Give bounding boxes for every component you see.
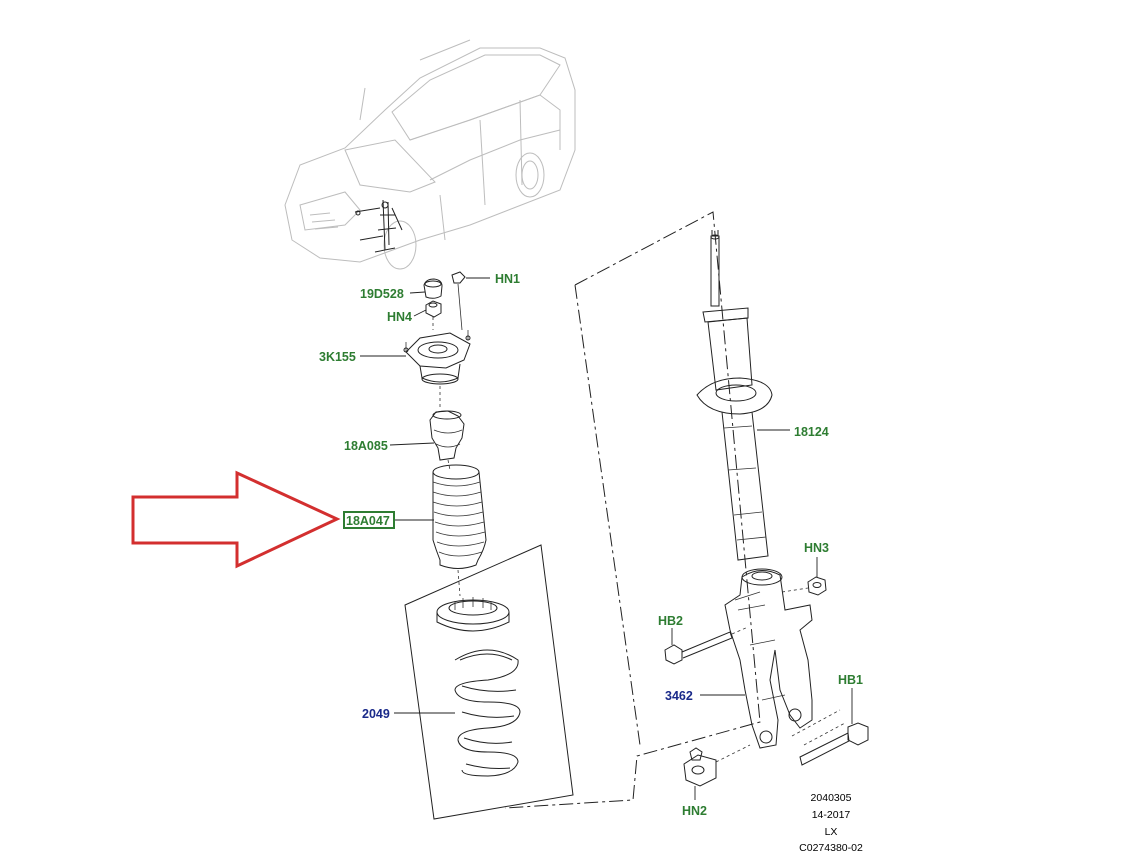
- info-reference: C0274380-02: [799, 842, 863, 854]
- nut-hn3: [781, 557, 827, 596]
- cap-19d528: [409, 278, 443, 299]
- spring-group-frame: [404, 544, 574, 820]
- strut-group-frame: [504, 211, 761, 809]
- bolt-hb1: [791, 688, 869, 766]
- highlight-arrow-icon: [131, 470, 341, 569]
- label-18a085: 18A085: [344, 439, 388, 453]
- highlight-box: [343, 511, 395, 529]
- damper-18124: [696, 230, 790, 561]
- label-hb2: HB2: [658, 614, 683, 628]
- info-model-code: LX: [825, 826, 838, 838]
- label-3462: 3462: [665, 689, 693, 703]
- label-hn4: HN4: [387, 310, 412, 324]
- label-19d528: 19D528: [360, 287, 404, 301]
- dust-boot-18a047: [393, 464, 487, 597]
- label-3k155: 3K155: [319, 350, 356, 364]
- label-hn2: HN2: [682, 804, 707, 818]
- label-hb1: HB1: [838, 673, 863, 687]
- info-drawing-number: 2040305: [811, 792, 852, 804]
- label-18124: 18124: [794, 425, 829, 439]
- drawing-info-block: 2040305 14-2017 LX C0274380-02: [799, 792, 863, 854]
- top-mount-3k155: [360, 330, 471, 410]
- vehicle-illustration: [284, 39, 576, 270]
- label-18a047: 18A047: [346, 514, 390, 528]
- spring-seat: [436, 597, 510, 632]
- label-2049: 2049: [362, 707, 390, 721]
- label-hn3: HN3: [804, 541, 829, 555]
- nut-hn4: [413, 300, 442, 330]
- nut-hn1: [451, 271, 490, 331]
- nut-hn2: [683, 744, 751, 800]
- bump-stop-18a085: [389, 410, 465, 471]
- bolt-hb2: [664, 626, 749, 665]
- knuckle-3462: [700, 568, 813, 749]
- coil-spring-2049: [394, 649, 521, 777]
- label-hn1: HN1: [495, 272, 520, 286]
- info-date-code: 14-2017: [812, 809, 851, 821]
